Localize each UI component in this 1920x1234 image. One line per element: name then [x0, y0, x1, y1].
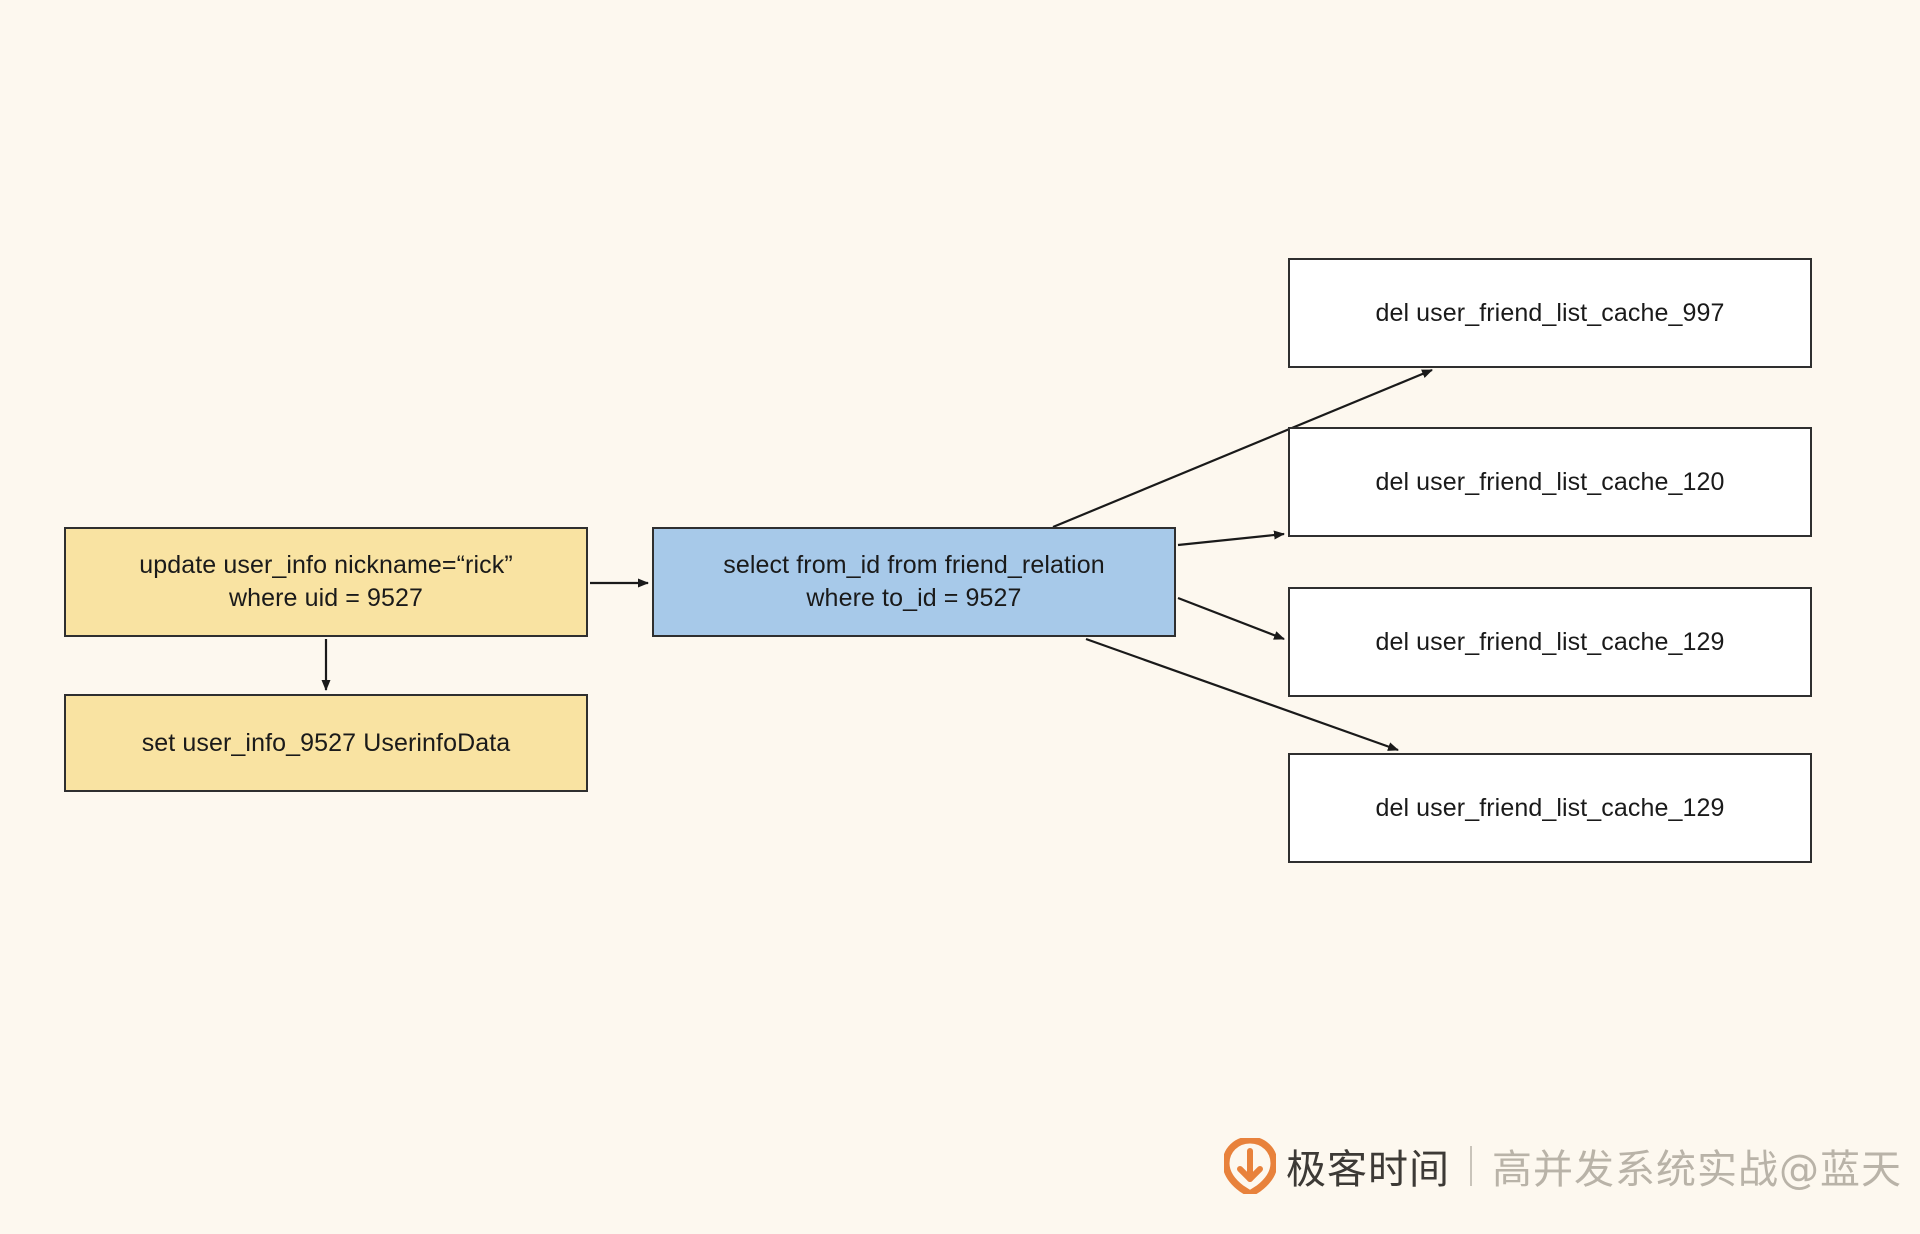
brand-tagline: 高并发系统实战@蓝天 [1492, 1147, 1902, 1193]
node-set-user-info-cache[interactable]: set user_info_9527 UserinfoData [64, 694, 588, 792]
node-update-user-info[interactable]: update user_info nickname=“rick” where u… [64, 527, 588, 637]
watermark: 极客时间 高并发系统实战@蓝天 [1224, 1128, 1902, 1204]
edge-select-to-del-120 [1177, 530, 1285, 547]
brand-divider [1470, 1146, 1472, 1186]
node-del-cache-120[interactable]: del user_friend_list_cache_120 [1288, 427, 1812, 537]
edge-select-to-del-129-a [1177, 596, 1285, 641]
node-del-cache-129-b[interactable]: del user_friend_list_cache_129 [1288, 753, 1812, 863]
brand-name: 极客时间 [1286, 1147, 1450, 1193]
node-del-cache-997[interactable]: del user_friend_list_cache_997 [1288, 258, 1812, 368]
node-select-friend-relation[interactable]: select from_id from friend_relation wher… [652, 527, 1176, 637]
node-del-cache-129-a[interactable]: del user_friend_list_cache_129 [1288, 587, 1812, 697]
geekbang-logo-icon [1224, 1138, 1276, 1194]
